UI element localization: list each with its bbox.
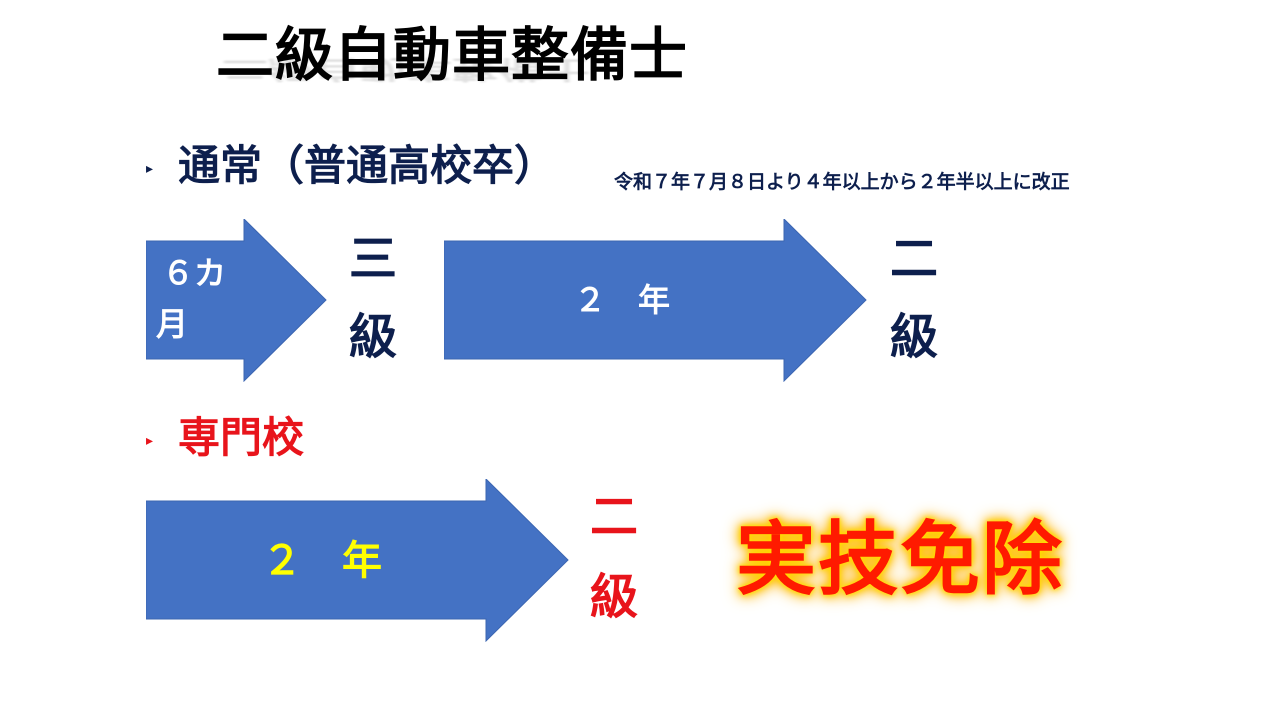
bullet-icon-red: ▸	[146, 433, 154, 449]
bullet-icon: ▸	[146, 161, 154, 177]
grade-vocational-top: 二	[589, 489, 638, 545]
title-reflection: 二級自動車整備士	[222, 54, 590, 85]
grade-vocational-bottom: 級	[589, 569, 638, 625]
practical-exam-exemption: 実技免除	[736, 513, 1064, 606]
section-label-vocational: 専門校	[178, 413, 305, 462]
grade-second-top: 二	[889, 231, 938, 287]
page-title: 二級自動車整備士	[216, 21, 689, 89]
arrow-six-months	[146, 219, 328, 382]
revision-note: 令和７年７月８日より４年以上から２年半以上に改正	[614, 171, 1070, 193]
grade-third-bottom: 級	[348, 309, 397, 365]
grade-second-bottom: 級	[889, 309, 938, 365]
grade-third-top: 三	[348, 231, 397, 287]
arrow-vocational-label: ２ 年	[262, 538, 382, 584]
arrow-label-line2: 月	[156, 305, 189, 343]
section-label-regular: 通常（普通高校卒）	[178, 141, 557, 190]
arrow-vocational-two-years	[146, 479, 570, 642]
arrow-label-line1: ６カ	[162, 254, 227, 292]
arrow-two-years	[444, 219, 868, 382]
arrow-two-years-label: ２ 年	[574, 281, 671, 319]
